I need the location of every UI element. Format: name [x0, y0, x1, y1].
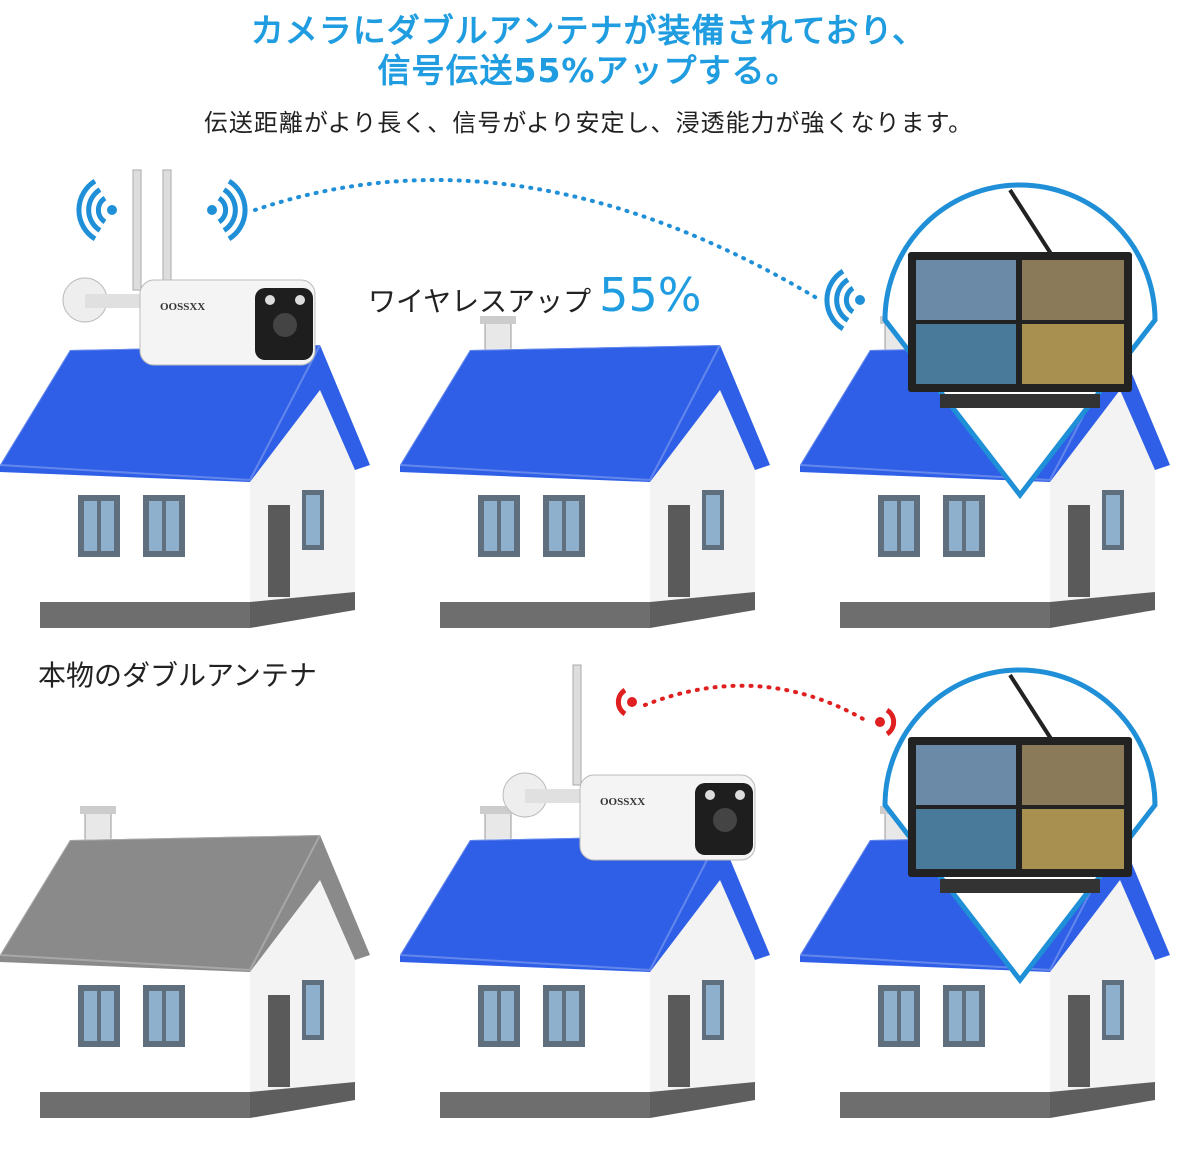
wifi-icon-left [76, 178, 117, 242]
house-top-left [0, 343, 370, 628]
svg-text:OOSSXX: OOSSXX [600, 796, 645, 808]
subtitle: 伝送距離がより長く、信号がより安定し、浸透能力が強くなります。 [203, 109, 974, 137]
wifi-icon-right [207, 178, 248, 242]
signal-icon-red-right [875, 707, 897, 737]
house-bottom-left [0, 806, 370, 1118]
house-bottom-middle [398, 806, 770, 1118]
signal-path-single [643, 683, 867, 722]
single-antenna-camera: OOSSXX [502, 664, 756, 861]
nvr-monitor-bottom [882, 667, 1158, 985]
nvr-monitor-top [882, 182, 1158, 500]
headline-line-2: 信号伝送55%アップする。 [377, 51, 800, 90]
double-antenna-camera: OOSSXX [62, 169, 316, 366]
signal-path-double [253, 178, 822, 302]
wifi-icon-monitor [824, 268, 865, 332]
double-antenna-label: 本物のダブルアンテナ [38, 659, 317, 692]
signal-icon-red-left [615, 687, 637, 717]
house-top-middle [398, 316, 770, 628]
svg-text:OOSSXX: OOSSXX [160, 301, 205, 313]
headline-line-1: カメラにダブルアンテナが装備されており、 [250, 11, 927, 50]
wireless-up-text: ワイヤレスアップ [368, 285, 592, 318]
wireless-up-value: 55% [599, 268, 702, 322]
